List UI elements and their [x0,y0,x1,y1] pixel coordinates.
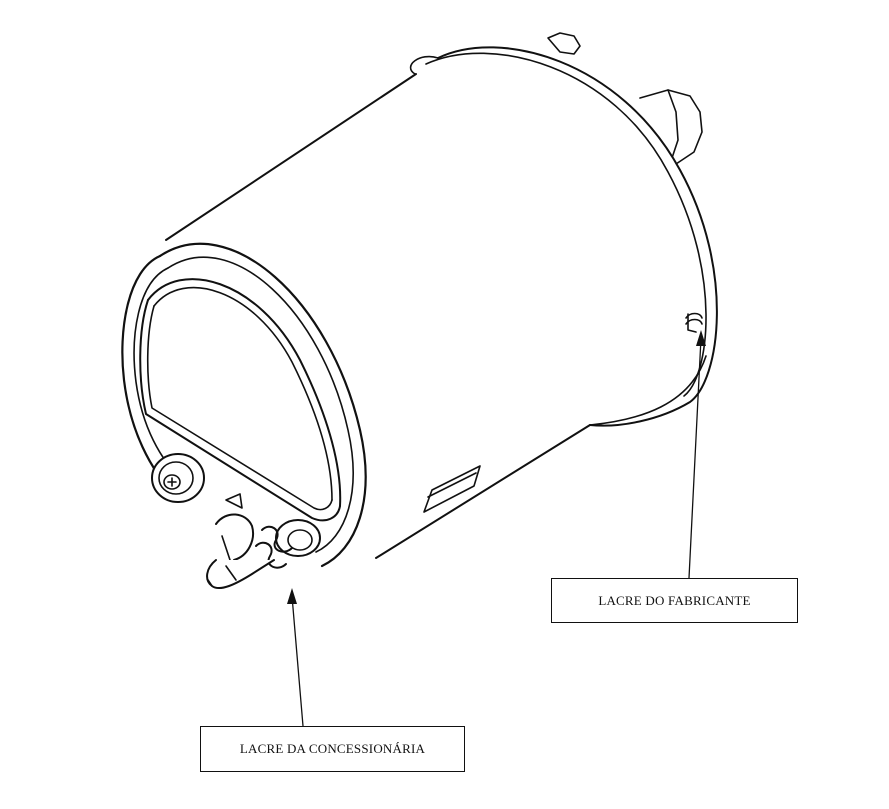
leader-lines [291,337,702,727]
arrowhead-manufacturer [696,330,706,346]
manufacturer-seal-label: LACRE DO FABRICANTE [551,578,798,623]
utility-seal-label: LACRE DA CONCESSIONÁRIA [200,726,465,772]
display-window [139,278,342,522]
leader-line-utility [291,595,304,727]
utility-seal-assembly [206,493,321,590]
back-flange [409,46,718,427]
left-lock-screw [151,453,205,503]
manufacturer-seal-detail [685,312,703,333]
arrowhead-utility [287,588,297,604]
leader-line-manufacturer [688,337,702,579]
